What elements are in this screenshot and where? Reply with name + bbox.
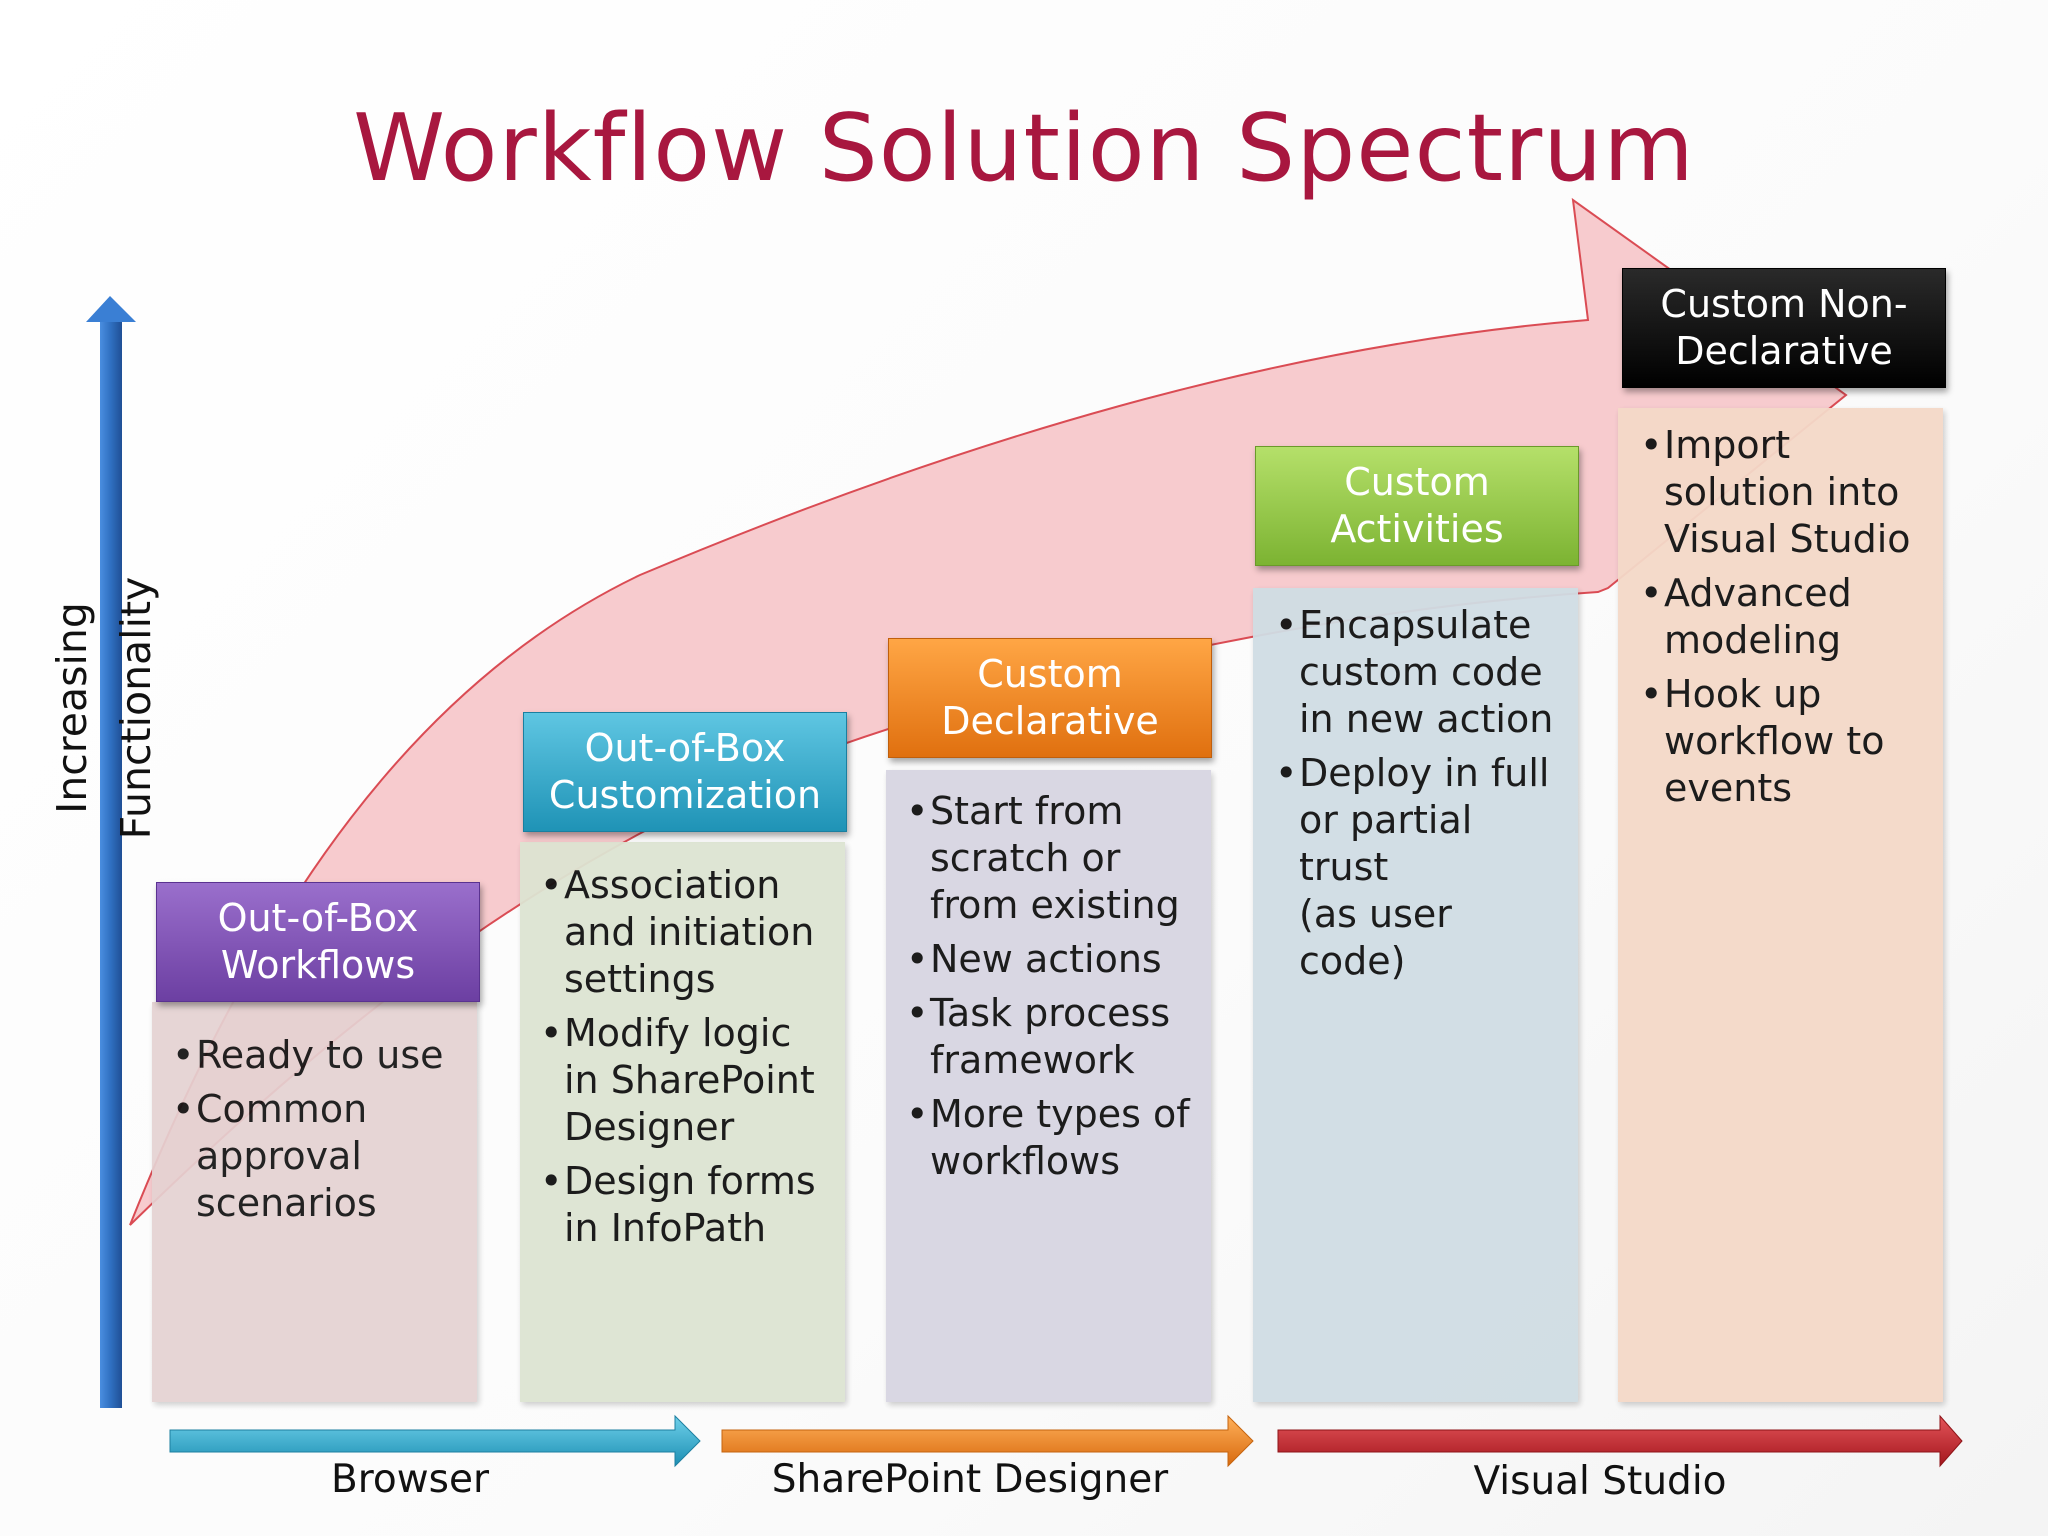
column-body-out-of-box-workflows: Ready to use Common approval scenarios (152, 1002, 477, 1402)
column-header-custom-activities: Custom Activities (1255, 446, 1579, 566)
bullet: Encapsulate custom code in new action (1275, 602, 1568, 743)
column-header-text: Custom Activities (1330, 460, 1504, 551)
browser-arrow (169, 1414, 701, 1468)
bullet: Advanced modeling (1640, 570, 1933, 664)
column-header-text: Out-of-Box Customization (548, 726, 822, 817)
column-header-text: Custom Declarative (941, 652, 1159, 743)
bullet: Modify logic in SharePoint Designer (540, 1010, 835, 1151)
y-axis-arrow-head (86, 296, 136, 322)
bullet: Design forms in InfoPath (540, 1158, 835, 1252)
bullet: Common approval scenarios (172, 1086, 465, 1227)
column-body-custom-non-declarative: Import solution into Visual Studio Advan… (1618, 408, 1943, 1402)
bullet-list: Start from scratch or from existing New … (886, 770, 1211, 1185)
sharepoint-designer-arrow (721, 1414, 1254, 1468)
bullet-list: Import solution into Visual Studio Advan… (1618, 408, 1943, 812)
bullet: Import solution into Visual Studio (1640, 422, 1933, 563)
bullet: Deploy in full or partial trust (as user… (1275, 750, 1568, 985)
bullet: Task process framework (906, 990, 1201, 1084)
tool-label-visual-studio: Visual Studio (1473, 1459, 1727, 1504)
y-axis-arrow-shaft (100, 318, 122, 1408)
slide-title: Workflow Solution Spectrum (353, 94, 1695, 202)
column-header-custom-non-declarative: Custom Non- Declarative (1622, 268, 1946, 388)
bullet: Association and initiation settings (540, 862, 835, 1003)
column-header-text: Out-of-Box Workflows (217, 896, 419, 987)
bullet: Hook up workflow to events (1640, 671, 1933, 812)
bullet-list: Association and initiation settings Modi… (520, 842, 845, 1252)
column-header-out-of-box-workflows: Out-of-Box Workflows (156, 882, 480, 1002)
column-body-out-of-box-customization: Association and initiation settings Modi… (520, 842, 845, 1402)
bullet: Start from scratch or from existing (906, 788, 1201, 929)
bullet: More types of workflows (906, 1091, 1201, 1185)
bullet: New actions (906, 936, 1201, 983)
tool-label-browser: Browser (330, 1457, 490, 1502)
bullet: Ready to use (172, 1032, 465, 1079)
bullet-list: Encapsulate custom code in new action De… (1253, 588, 1578, 985)
bullet-list: Ready to use Common approval scenarios (152, 1002, 477, 1227)
column-header-custom-declarative: Custom Declarative (888, 638, 1212, 758)
column-header-text: Custom Non- Declarative (1660, 282, 1908, 373)
column-body-custom-declarative: Start from scratch or from existing New … (886, 770, 1211, 1402)
column-header-out-of-box-customization: Out-of-Box Customization (523, 712, 847, 832)
column-body-custom-activities: Encapsulate custom code in new action De… (1253, 588, 1578, 1402)
visual-studio-arrow (1277, 1414, 1963, 1468)
tool-label-sharepoint-designer: SharePoint Designer (771, 1457, 1169, 1502)
y-axis-label: Increasing Functionality (48, 576, 160, 840)
